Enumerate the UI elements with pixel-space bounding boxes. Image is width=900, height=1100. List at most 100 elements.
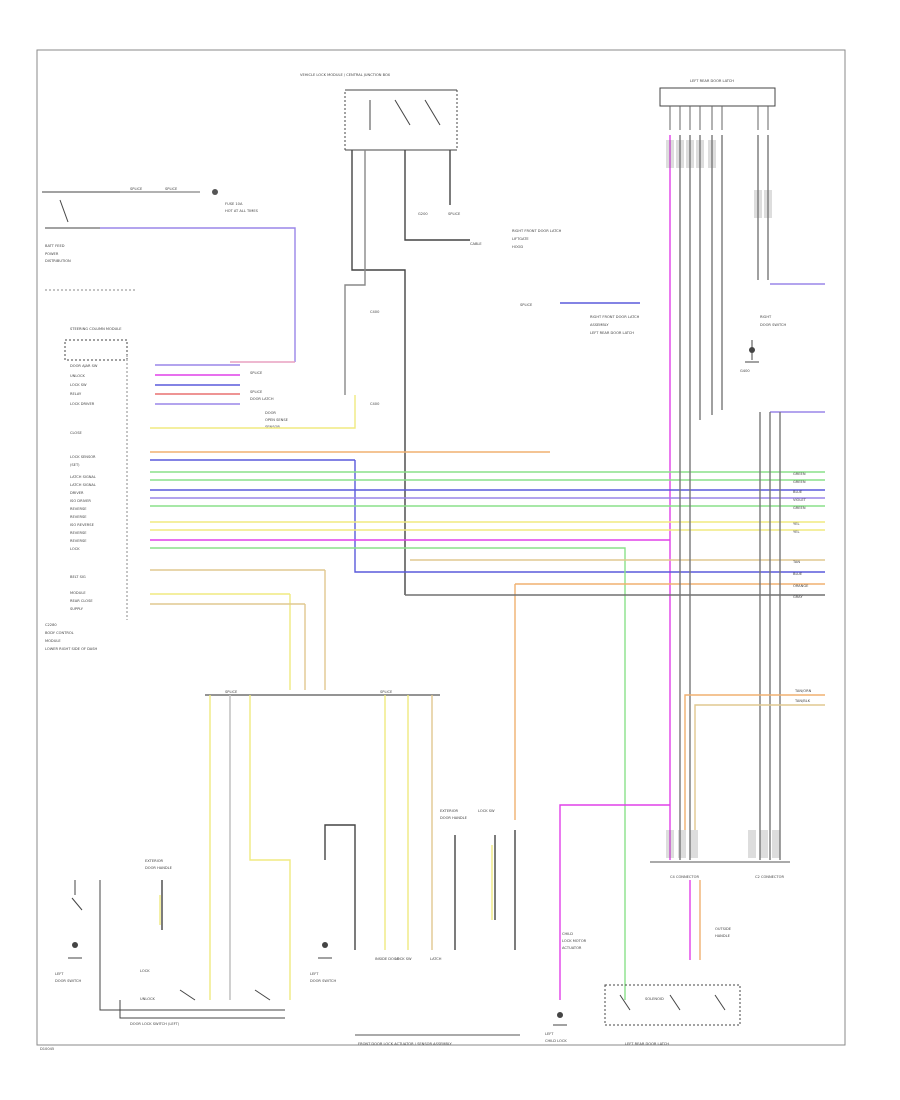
svg-text:DOOR LATCH: DOOR LATCH (250, 397, 274, 401)
svg-text:TAN: TAN (792, 560, 800, 564)
svg-text:YEL: YEL (793, 522, 799, 526)
svg-text:LEFT: LEFT (310, 972, 319, 976)
svg-text:YEL: YEL (793, 530, 799, 534)
svg-text:LOCK SW: LOCK SW (395, 957, 412, 961)
svg-text:DOOR HANDLE: DOOR HANDLE (145, 866, 173, 870)
svg-text:UNLOCK: UNLOCK (70, 374, 86, 378)
svg-text:EXTERIOR: EXTERIOR (440, 809, 459, 813)
svg-text:SPLICE: SPLICE (380, 690, 393, 694)
ground-right: G400 (740, 340, 759, 373)
svg-text:OUTSIDE: OUTSIDE (715, 927, 732, 931)
svg-text:MODULE: MODULE (45, 639, 61, 643)
svg-text:GREEN: GREEN (793, 506, 806, 510)
svg-text:LEFT REAR DOOR LATCH: LEFT REAR DOOR LATCH (590, 331, 634, 335)
svg-text:POWER: POWER (45, 252, 59, 256)
left-fuse-label: FUSE 10A (225, 202, 243, 206)
left-pin-labels: DOOR AJAR SW UNLOCK LOCK SW RELAY LOCK D… (45, 364, 98, 651)
top-module-label: VEHICLE LOCK MODULE / CENTRAL JUNCTION B… (300, 73, 391, 77)
svg-text:DOOR HANDLE: DOOR HANDLE (440, 816, 468, 820)
ground-bottom-center: LEFT DOOR SWITCH (310, 942, 336, 983)
svg-text:ACTUATOR: ACTUATOR (562, 946, 582, 950)
svg-text:REVERSE: REVERSE (70, 507, 87, 511)
ground-right-label: G400 (740, 369, 750, 373)
bottom-center-assembly: FRONT DOOR LOCK ACTUATOR / SENSOR ASSEMB… (355, 957, 520, 1046)
svg-text:HOOD: HOOD (512, 245, 523, 249)
svg-text:INSIDE DOOR: INSIDE DOOR (375, 957, 400, 961)
bottom-left-caption: DOOR LOCK SWITCH (LEFT) (130, 1022, 180, 1026)
svg-text:LOCK MOTOR: LOCK MOTOR (562, 939, 587, 943)
svg-text:CHILD: CHILD (562, 932, 573, 936)
svg-text:REVERSE: REVERSE (70, 539, 87, 543)
svg-text:LATCH: LATCH (430, 957, 442, 961)
svg-text:OPEN SENSE: OPEN SENSE (265, 418, 289, 422)
footer-code: D10045 (40, 1047, 54, 1051)
svg-text:RELAY: RELAY (70, 392, 82, 396)
svg-text:DRIVER: DRIVER (70, 491, 84, 495)
svg-text:LOCK DRIVER: LOCK DRIVER (70, 402, 95, 406)
steering-module-label: STEERING COLUMN MODULE (70, 327, 122, 331)
svg-text:BATT FEED: BATT FEED (45, 244, 65, 248)
svg-text:SPLICE: SPLICE (448, 212, 461, 216)
svg-text:DOOR SWITCH: DOOR SWITCH (310, 979, 336, 983)
svg-text:LOWER RIGHT SIDE OF DASH: LOWER RIGHT SIDE OF DASH (45, 647, 98, 651)
svg-text:LIFTGATE: LIFTGATE (512, 237, 529, 241)
svg-text:LOCK: LOCK (70, 547, 80, 551)
svg-text:REVERSE: REVERSE (70, 531, 87, 535)
rear-conn-left-label: C4 CONNECTOR (670, 875, 699, 879)
top-right-connector-label: LEFT REAR DOOR LATCH (690, 79, 734, 83)
svg-text:BLUE: BLUE (793, 572, 803, 576)
top-module: VEHICLE LOCK MODULE / CENTRAL JUNCTION B… (300, 73, 458, 151)
svg-text:LOCK SENSOR: LOCK SENSOR (70, 455, 96, 459)
svg-text:SPLICE: SPLICE (165, 187, 178, 191)
svg-text:DOOR SWITCH: DOOR SWITCH (760, 323, 786, 327)
svg-text:ASSEMBLY: ASSEMBLY (590, 323, 609, 327)
bottom-center-caption: FRONT DOOR LOCK ACTUATOR / SENSOR ASSEMB… (358, 1042, 452, 1046)
svg-text:REAR CLOSE: REAR CLOSE (70, 599, 93, 603)
rear-connectors: C4 CONNECTOR C2 CONNECTOR (650, 830, 790, 879)
svg-text:(SET): (SET) (70, 463, 80, 467)
svg-text:RIGHT FRONT DOOR LATCH: RIGHT FRONT DOOR LATCH (590, 315, 640, 319)
svg-text:LEFT: LEFT (545, 1032, 554, 1036)
diagram-frame (36, 49, 846, 1046)
svg-text:BLUE: BLUE (793, 490, 803, 494)
svg-text:EXTERIOR: EXTERIOR (145, 859, 164, 863)
left-fuse-group: SPLICE SPLICE FUSE 10A HOT AT ALL TIMES (42, 187, 259, 229)
splice-label: SPLICE (225, 690, 238, 694)
svg-text:CABLE: CABLE (470, 242, 482, 246)
svg-text:CHILD LOCK: CHILD LOCK (545, 1039, 567, 1043)
top-right-connector: LEFT REAR DOOR LATCH (659, 79, 776, 130)
svg-text:LOCK SW: LOCK SW (70, 383, 87, 387)
svg-text:MODULE: MODULE (70, 591, 86, 595)
svg-text:ORANGE: ORANGE (793, 584, 809, 588)
svg-text:LOCK: LOCK (140, 969, 150, 973)
svg-text:ISO DRIVER: ISO DRIVER (70, 499, 91, 503)
svg-text:SENSOR: SENSOR (265, 425, 280, 429)
svg-text:SPLICE: SPLICE (520, 303, 533, 307)
svg-text:TAN/ORN: TAN/ORN (794, 689, 812, 693)
svg-text:DOOR SWITCH: DOOR SWITCH (55, 979, 81, 983)
ground-top: G200 (418, 212, 428, 216)
bottom-right-caption: LEFT REAR DOOR LATCH (625, 1042, 669, 1046)
svg-text:SOLENOID: SOLENOID (645, 997, 664, 1001)
svg-text:RIGHT FRONT DOOR LATCH: RIGHT FRONT DOOR LATCH (512, 229, 562, 233)
left-fuse-note: HOT AT ALL TIMES (225, 209, 259, 213)
bottom-right-latch: SOLENOID LEFT REAR DOOR LATCH (604, 984, 741, 1046)
svg-text:LATCH SIGNAL: LATCH SIGNAL (70, 475, 96, 479)
svg-text:C2280: C2280 (45, 623, 57, 627)
svg-text:DISTRIBUTION: DISTRIBUTION (45, 259, 71, 263)
ground-top-label: G200 (418, 212, 428, 216)
svg-text:SUPPLY: SUPPLY (70, 607, 84, 611)
svg-text:HANDLE: HANDLE (715, 934, 731, 938)
svg-text:BELT SIG: BELT SIG (70, 575, 86, 579)
svg-text:SPLICE: SPLICE (250, 390, 263, 394)
right-edge-labels: GREEN GREEN BLUE VIOLET GREEN YEL YEL TA… (792, 472, 809, 599)
svg-text:LATCH SIGNAL: LATCH SIGNAL (70, 483, 96, 487)
splice-bar: SPLICE SPLICE (205, 690, 440, 696)
svg-text:GREEN: GREEN (793, 472, 806, 476)
svg-text:TAN/BLK: TAN/BLK (794, 699, 811, 703)
svg-text:SPLICE: SPLICE (250, 371, 263, 375)
svg-text:LEFT: LEFT (55, 972, 64, 976)
rear-conn-right-label: C2 CONNECTOR (755, 875, 784, 879)
bottom-left-switch: LEFT DOOR SWITCH LOCK UNLOCK DOOR LOCK S… (55, 880, 285, 1026)
svg-text:ISO REVERSE: ISO REVERSE (70, 523, 95, 527)
